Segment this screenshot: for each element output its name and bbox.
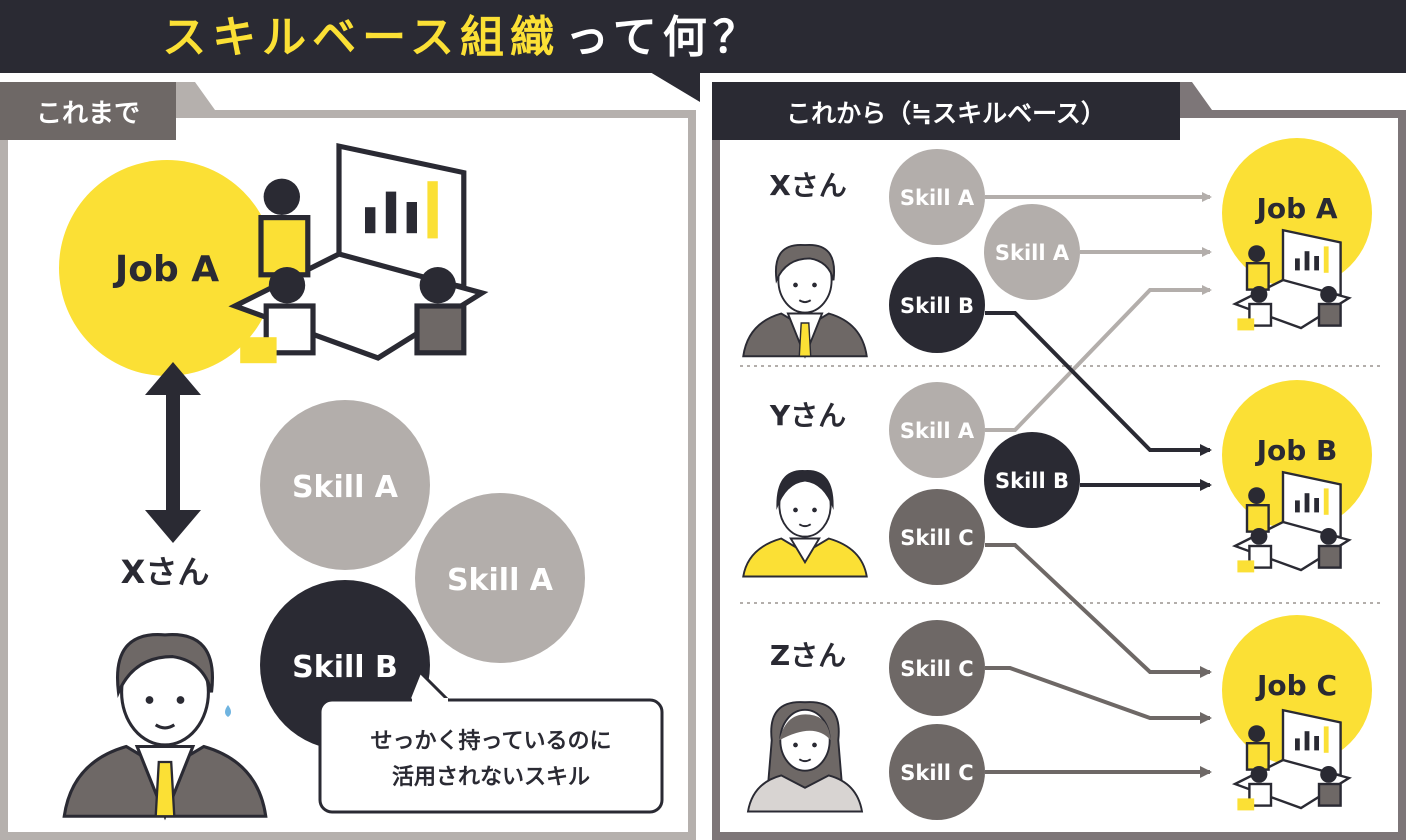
person-y-name: Yさん <box>769 399 846 432</box>
svg-text:Skill A: Skill A <box>995 241 1070 265</box>
job-c: Job C <box>1222 615 1372 812</box>
person-z-avatar <box>746 701 864 813</box>
callout-line-2: 活用されないスキル <box>392 765 590 790</box>
svg-text:Skill C: Skill C <box>900 526 973 550</box>
arrow-y-skillc-jobc <box>985 543 1212 678</box>
left-skill-label: Skill B <box>292 650 398 685</box>
z-skill-c-1: Skill C <box>889 620 985 716</box>
y-skill-b: Skill B <box>984 432 1080 528</box>
title-highlight: スキルベース組織 <box>162 12 560 63</box>
x-skill-a-2: Skill A <box>984 204 1080 300</box>
arrow-x-skillb-jobb <box>985 311 1212 456</box>
svg-text:Job A: Job A <box>1254 192 1337 225</box>
x-skill-a-1: Skill A <box>889 149 985 245</box>
job-a: Job A <box>1222 138 1372 332</box>
x-skill-b: Skill B <box>889 257 985 353</box>
person-y-avatar <box>742 470 868 578</box>
svg-text:Skill A: Skill A <box>900 419 975 443</box>
y-skill-a: Skill A <box>889 382 985 478</box>
person-z-name: Zさん <box>770 639 846 672</box>
svg-text:Job B: Job B <box>1255 434 1338 467</box>
left-job-label: Job A <box>112 249 219 290</box>
double-arrow-icon <box>145 362 201 543</box>
title-pointer <box>650 72 700 102</box>
z-skill-c-2: Skill C <box>889 724 985 820</box>
svg-text:Skill A: Skill A <box>900 186 975 210</box>
callout-line-1: せっかく持っているのに <box>371 729 612 754</box>
job-b: Job B <box>1222 380 1372 574</box>
left-job-circle <box>59 160 275 376</box>
left-skill-label: Skill A <box>292 470 399 505</box>
right-panel-tab <box>712 82 1180 140</box>
left-skill-label: Skill A <box>447 563 554 598</box>
svg-text:Skill C: Skill C <box>900 761 973 785</box>
skill-job-connectors <box>985 192 1212 778</box>
svg-text:Skill B: Skill B <box>995 469 1069 493</box>
arrow-y-skilla-joba <box>985 285 1212 432</box>
right-tab-label: これから（≒スキルベース） <box>786 99 1106 128</box>
arrow-z-skillc-jobc <box>985 666 1212 724</box>
svg-text:Skill B: Skill B <box>900 294 974 318</box>
person-x-name: Xさん <box>769 169 847 202</box>
left-tab-label: これまで <box>36 99 140 129</box>
title-rest: って何？ <box>565 12 763 63</box>
left-panel-tab <box>0 82 176 140</box>
callout-bubble: せっかく持っているのに 活用されないスキル <box>318 669 664 814</box>
left-person-name: Xさん <box>121 553 210 591</box>
sweat-drop-icon <box>225 705 231 717</box>
left-skill-a-1 <box>260 400 430 570</box>
y-skill-c: Skill C <box>889 489 985 585</box>
left-skill-a-2 <box>415 493 585 663</box>
svg-text:Skill C: Skill C <box>900 657 973 681</box>
svg-text:Job C: Job C <box>1255 669 1337 702</box>
title-bar <box>0 0 1406 73</box>
